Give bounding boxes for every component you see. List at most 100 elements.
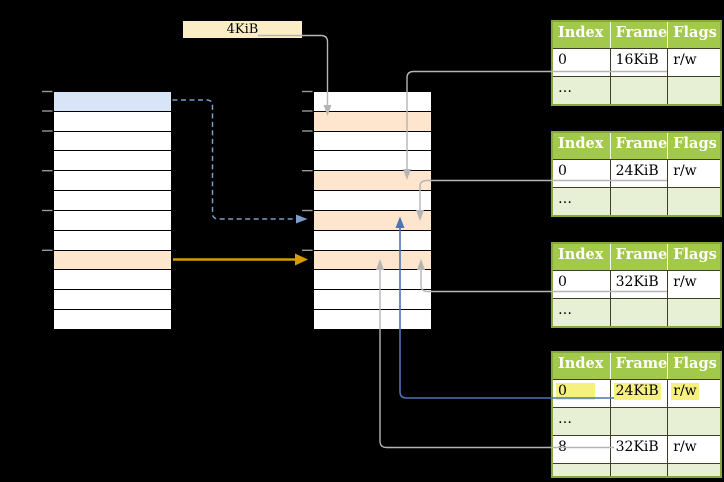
page-table-row — [314, 250, 431, 271]
cell-text: 16KiB — [615, 52, 659, 68]
first-level-page-table — [53, 91, 172, 330]
page-table-row — [314, 270, 431, 291]
cell-text: r/w — [673, 274, 697, 290]
page-table-row — [54, 231, 171, 251]
cell-text: 24KiB — [615, 163, 659, 179]
table-cell — [609, 464, 668, 476]
column-header: Frame — [609, 133, 667, 159]
table-cell — [609, 77, 668, 104]
column-header: Index — [558, 135, 604, 152]
table-cell: … — [553, 299, 610, 326]
table-row: 0 32KiB r/w — [553, 270, 720, 298]
table-cell: 24KiB — [609, 380, 668, 407]
table-cell: 16KiB — [609, 49, 668, 76]
table-row: … — [553, 298, 720, 326]
arrowhead-right-icon — [295, 253, 308, 266]
page-table-row — [314, 310, 431, 329]
page-table-row — [314, 151, 431, 172]
cell-text: … — [558, 191, 572, 207]
page-table-row — [54, 92, 171, 112]
table-cell: r/w — [667, 380, 720, 407]
column-header: Frame — [609, 353, 667, 379]
cell-text: … — [558, 302, 572, 318]
table-cell: … — [553, 188, 610, 215]
table-cell: 0 — [553, 380, 610, 407]
table-row: … — [553, 187, 720, 215]
page-table-row — [54, 171, 171, 192]
cell-text: r/w — [671, 383, 699, 400]
cell-text: 0 — [558, 52, 567, 68]
table-cell — [667, 464, 720, 476]
cell-text: r/w — [673, 439, 697, 455]
size-label: 4KiB — [226, 22, 259, 37]
table-row: … — [553, 76, 720, 104]
dashed-arrow-left-to-middle-icon — [172, 99, 296, 220]
column-header: Flags — [667, 133, 720, 159]
table-cell: 32KiB — [609, 271, 668, 298]
cell-text: 32KiB — [615, 274, 659, 290]
cell-text: … — [558, 80, 572, 96]
table-cell — [667, 299, 720, 326]
cell-text: 0 — [558, 274, 567, 290]
column-header: Flags — [667, 353, 720, 379]
cell-text: … — [558, 467, 572, 478]
table-cell: 32KiB — [609, 436, 668, 463]
table-cell: 24KiB — [609, 160, 668, 187]
table-row: 8 32KiB r/w — [553, 435, 720, 463]
cell-text: 0 — [558, 163, 567, 179]
page-table-row — [54, 211, 171, 231]
table-row: 0 24KiB r/w — [553, 379, 720, 407]
table-cell: 0 — [553, 271, 610, 298]
table-cell — [667, 188, 720, 215]
size-label-box: 4KiB — [183, 21, 302, 38]
page-table-row — [314, 132, 431, 152]
page-table-row — [314, 171, 431, 192]
page-table-row — [314, 92, 431, 112]
column-header: Index — [558, 246, 604, 263]
table-row: … — [553, 407, 720, 435]
page-table-row — [54, 250, 171, 271]
cell-text: 24KiB — [613, 383, 661, 400]
table-cell — [609, 299, 668, 326]
column-header: Flags — [667, 244, 720, 270]
page-table-row — [54, 270, 171, 291]
arrowhead-right-icon — [296, 214, 308, 224]
table-cell: r/w — [667, 436, 720, 463]
table-cell: 0 — [553, 49, 610, 76]
page-table-row — [54, 310, 171, 329]
cell-text: 8 — [558, 439, 567, 455]
cell-text: 0 — [556, 383, 595, 400]
table-cell: … — [553, 464, 610, 478]
table-cell: … — [553, 408, 610, 435]
page-table-row — [314, 210, 431, 231]
table-cell: r/w — [667, 49, 720, 76]
page-table-row — [314, 290, 431, 311]
page-table-row — [54, 151, 171, 172]
table-cell: … — [553, 77, 610, 104]
cell-text: r/w — [673, 163, 697, 179]
cell-text: 32KiB — [615, 439, 659, 455]
table-row: 0 24KiB r/w — [553, 159, 720, 187]
table-cell — [667, 408, 720, 435]
page-table-row — [54, 191, 171, 211]
table-cell: 8 — [553, 436, 610, 463]
cell-text: … — [558, 411, 572, 427]
column-header: Frame — [609, 244, 667, 270]
table-cell: r/w — [667, 160, 720, 187]
page-table-row — [54, 290, 171, 311]
table-row: … — [553, 463, 720, 478]
table-cell — [667, 77, 720, 104]
page-table-row — [314, 191, 431, 211]
cell-text: r/w — [673, 52, 697, 68]
table-cell — [609, 188, 668, 215]
page-table-row — [314, 111, 431, 132]
table-cell: r/w — [667, 271, 720, 298]
